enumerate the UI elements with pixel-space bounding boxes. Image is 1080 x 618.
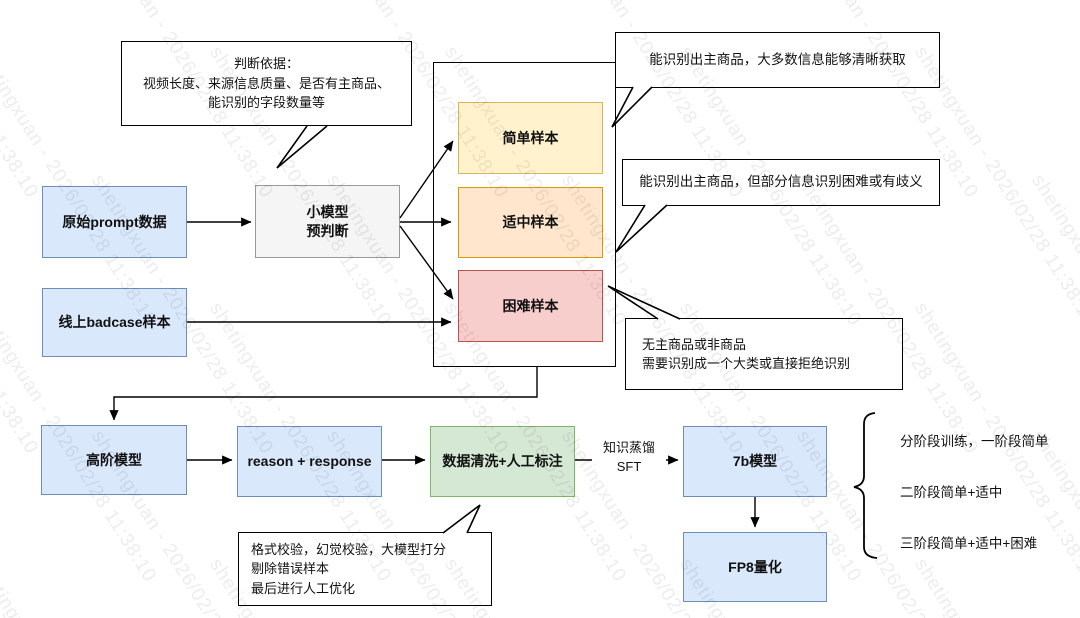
callout-line: 无主商品或非商品 [642,336,747,352]
callout-line: 视频长度、来源信息质量、是否有主商品、 [142,75,390,91]
callout-tail-medium-note [615,204,668,253]
node-label: 适中样本 [502,214,559,231]
node-7b-model: 7b模型 [683,426,827,497]
callout-medium-note: 能识别出主商品，但部分信息识别困难或有歧义 [622,159,940,206]
node-label: 原始prompt数据 [62,213,167,230]
node-label: FP8量化 [728,558,782,575]
watermark-text: shetingxuan - 2026/02/28 11:38:10 [792,171,983,458]
watermark-text: shetingxuan - 2026/02/28 11:38:10 [0,427,42,618]
node-raw-prompt-data: 原始prompt数据 [42,186,187,258]
edge-label-line2: SFT [616,459,642,474]
node-label: 7b模型 [732,453,778,470]
callout-clean-note: 格式校验，幻觉校验，大模型打分 剔除错误样本 最后进行人工优化 [238,532,492,606]
callout-line: 能识别出主商品，但部分信息识别困难或有歧义 [639,174,923,190]
node-label: 高阶模型 [86,451,142,468]
node-label: 困难样本 [502,297,559,314]
callout-line: 能识别出主商品，大多数信息能够清晰获取 [649,51,906,67]
brace-left [853,412,878,559]
edge-label-distill-sft: 知识蒸馏 SFT [592,437,666,479]
watermark-text: shetingxuan - 2026/02/28 11:38:10 [0,0,43,202]
node-label: 简单样本 [502,129,559,146]
node-label: 数据清洗+人工标注 [442,453,563,470]
stage-plan-item-1: 分阶段训练，一阶段简单 [900,434,1049,449]
watermark-text: shetingxuan - 2026/02/28 11:38:10 [1026,0,1080,203]
callout-line: 能识别的字段数量等 [207,95,325,111]
callout-tail-judge-basis [276,125,328,169]
node-medium-samples: 适中样本 [458,187,603,258]
node-label-line1: 小模型 [306,204,349,221]
node-reason-response: reason + response [237,426,382,497]
callout-line: 最后进行人工优化 [251,580,356,596]
stage-plan-item-3: 三阶段简单+适中+困难 [900,536,1038,551]
callout-line: 剔除错误样本 [251,561,330,577]
watermark-text: shetingxuan - 2026/02/28 11:38:10 [909,555,1080,618]
callout-judge-basis: 判断依据： 视频长度、来源信息质量、是否有主商品、 能识别的字段数量等 [121,41,412,126]
callout-tail-hard-note [607,285,681,320]
callout-line: 格式校验，幻觉校验，大模型打分 [251,541,447,557]
node-label: reason + response [247,453,372,470]
edge-label-line1: 知识蒸馏 [602,440,655,456]
callout-easy-note: 能识别出主商品，大多数信息能够清晰获取 [615,32,940,88]
watermark-text: shetingxuan - 2026/02/28 11:38:10 [1027,171,1080,458]
watermark-text: shetingxuan - 2026/02/28 11:38:10 [1027,427,1080,618]
node-small-model-prejudge: 小模型 预判断 [255,185,400,258]
node-high-model: 高阶模型 [41,425,187,495]
arrow-samples-to-highmodel [109,367,538,421]
node-fp8-quantize: FP8量化 [683,532,827,602]
watermark-text: shetingxuan - 2026/02/28 11:38:10 [0,555,160,618]
node-online-badcase: 线上badcase样本 [42,288,187,357]
stage-plan-item-2: 二阶段简单+适中 [900,485,1003,500]
node-data-clean-annotate: 数据清洗+人工标注 [430,426,575,497]
callout-tail-easy-note [611,86,653,128]
callout-line: 需要识别成一个大类或直接拒绝识别 [642,356,851,371]
node-easy-samples: 简单样本 [458,102,603,174]
watermark-text: shetingxuan - 2026/02/28 11:38:10 [0,171,43,458]
node-label-line2: 预判断 [306,222,349,239]
node-hard-samples: 困难样本 [458,270,603,342]
callout-tail-clean-note [442,504,481,534]
callout-line: 判断依据： [233,56,299,72]
callout-hard-note: 无主商品或非商品 需要识别成一个大类或直接拒绝识别 [625,318,903,390]
node-label: 线上badcase样本 [58,314,171,331]
